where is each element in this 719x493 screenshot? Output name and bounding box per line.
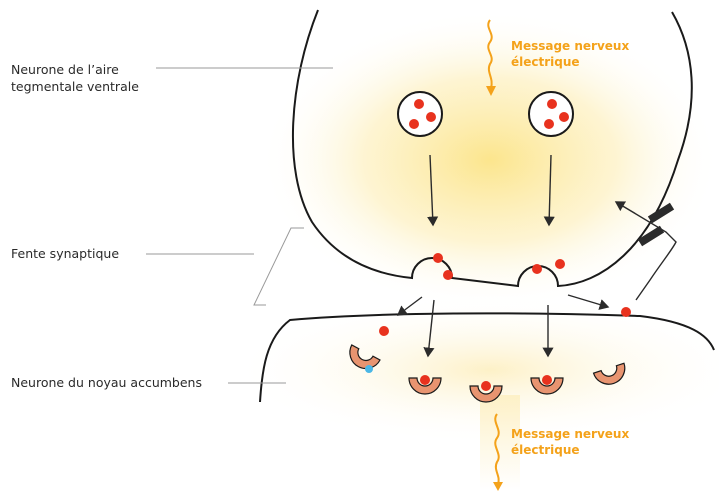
message-bottom-line2: électrique: [511, 443, 580, 457]
neurotransmitter: [433, 253, 443, 263]
neurotransmitter: [621, 307, 631, 317]
message-bottom-line1: Message nerveux: [511, 427, 629, 441]
vta-neuron-label-line1: Neurone de l’aire: [11, 62, 119, 77]
neurotransmitter: [532, 264, 542, 274]
neurotransmitter: [443, 270, 453, 280]
neurotransmitter: [555, 259, 565, 269]
neurotransmitter: [379, 326, 389, 336]
presynaptic-glow: [260, 10, 719, 310]
vesicle: [398, 92, 442, 136]
message-top-line2: électrique: [511, 55, 580, 69]
accumbens-neuron-label: Neurone du noyau accumbens: [11, 375, 202, 390]
vesicle: [529, 92, 573, 136]
vta-neuron-label-line2: tegmentale ventrale: [11, 79, 139, 94]
synaptic-cleft-label: Fente synaptique: [11, 246, 119, 261]
message-top-line1: Message nerveux: [511, 39, 629, 53]
